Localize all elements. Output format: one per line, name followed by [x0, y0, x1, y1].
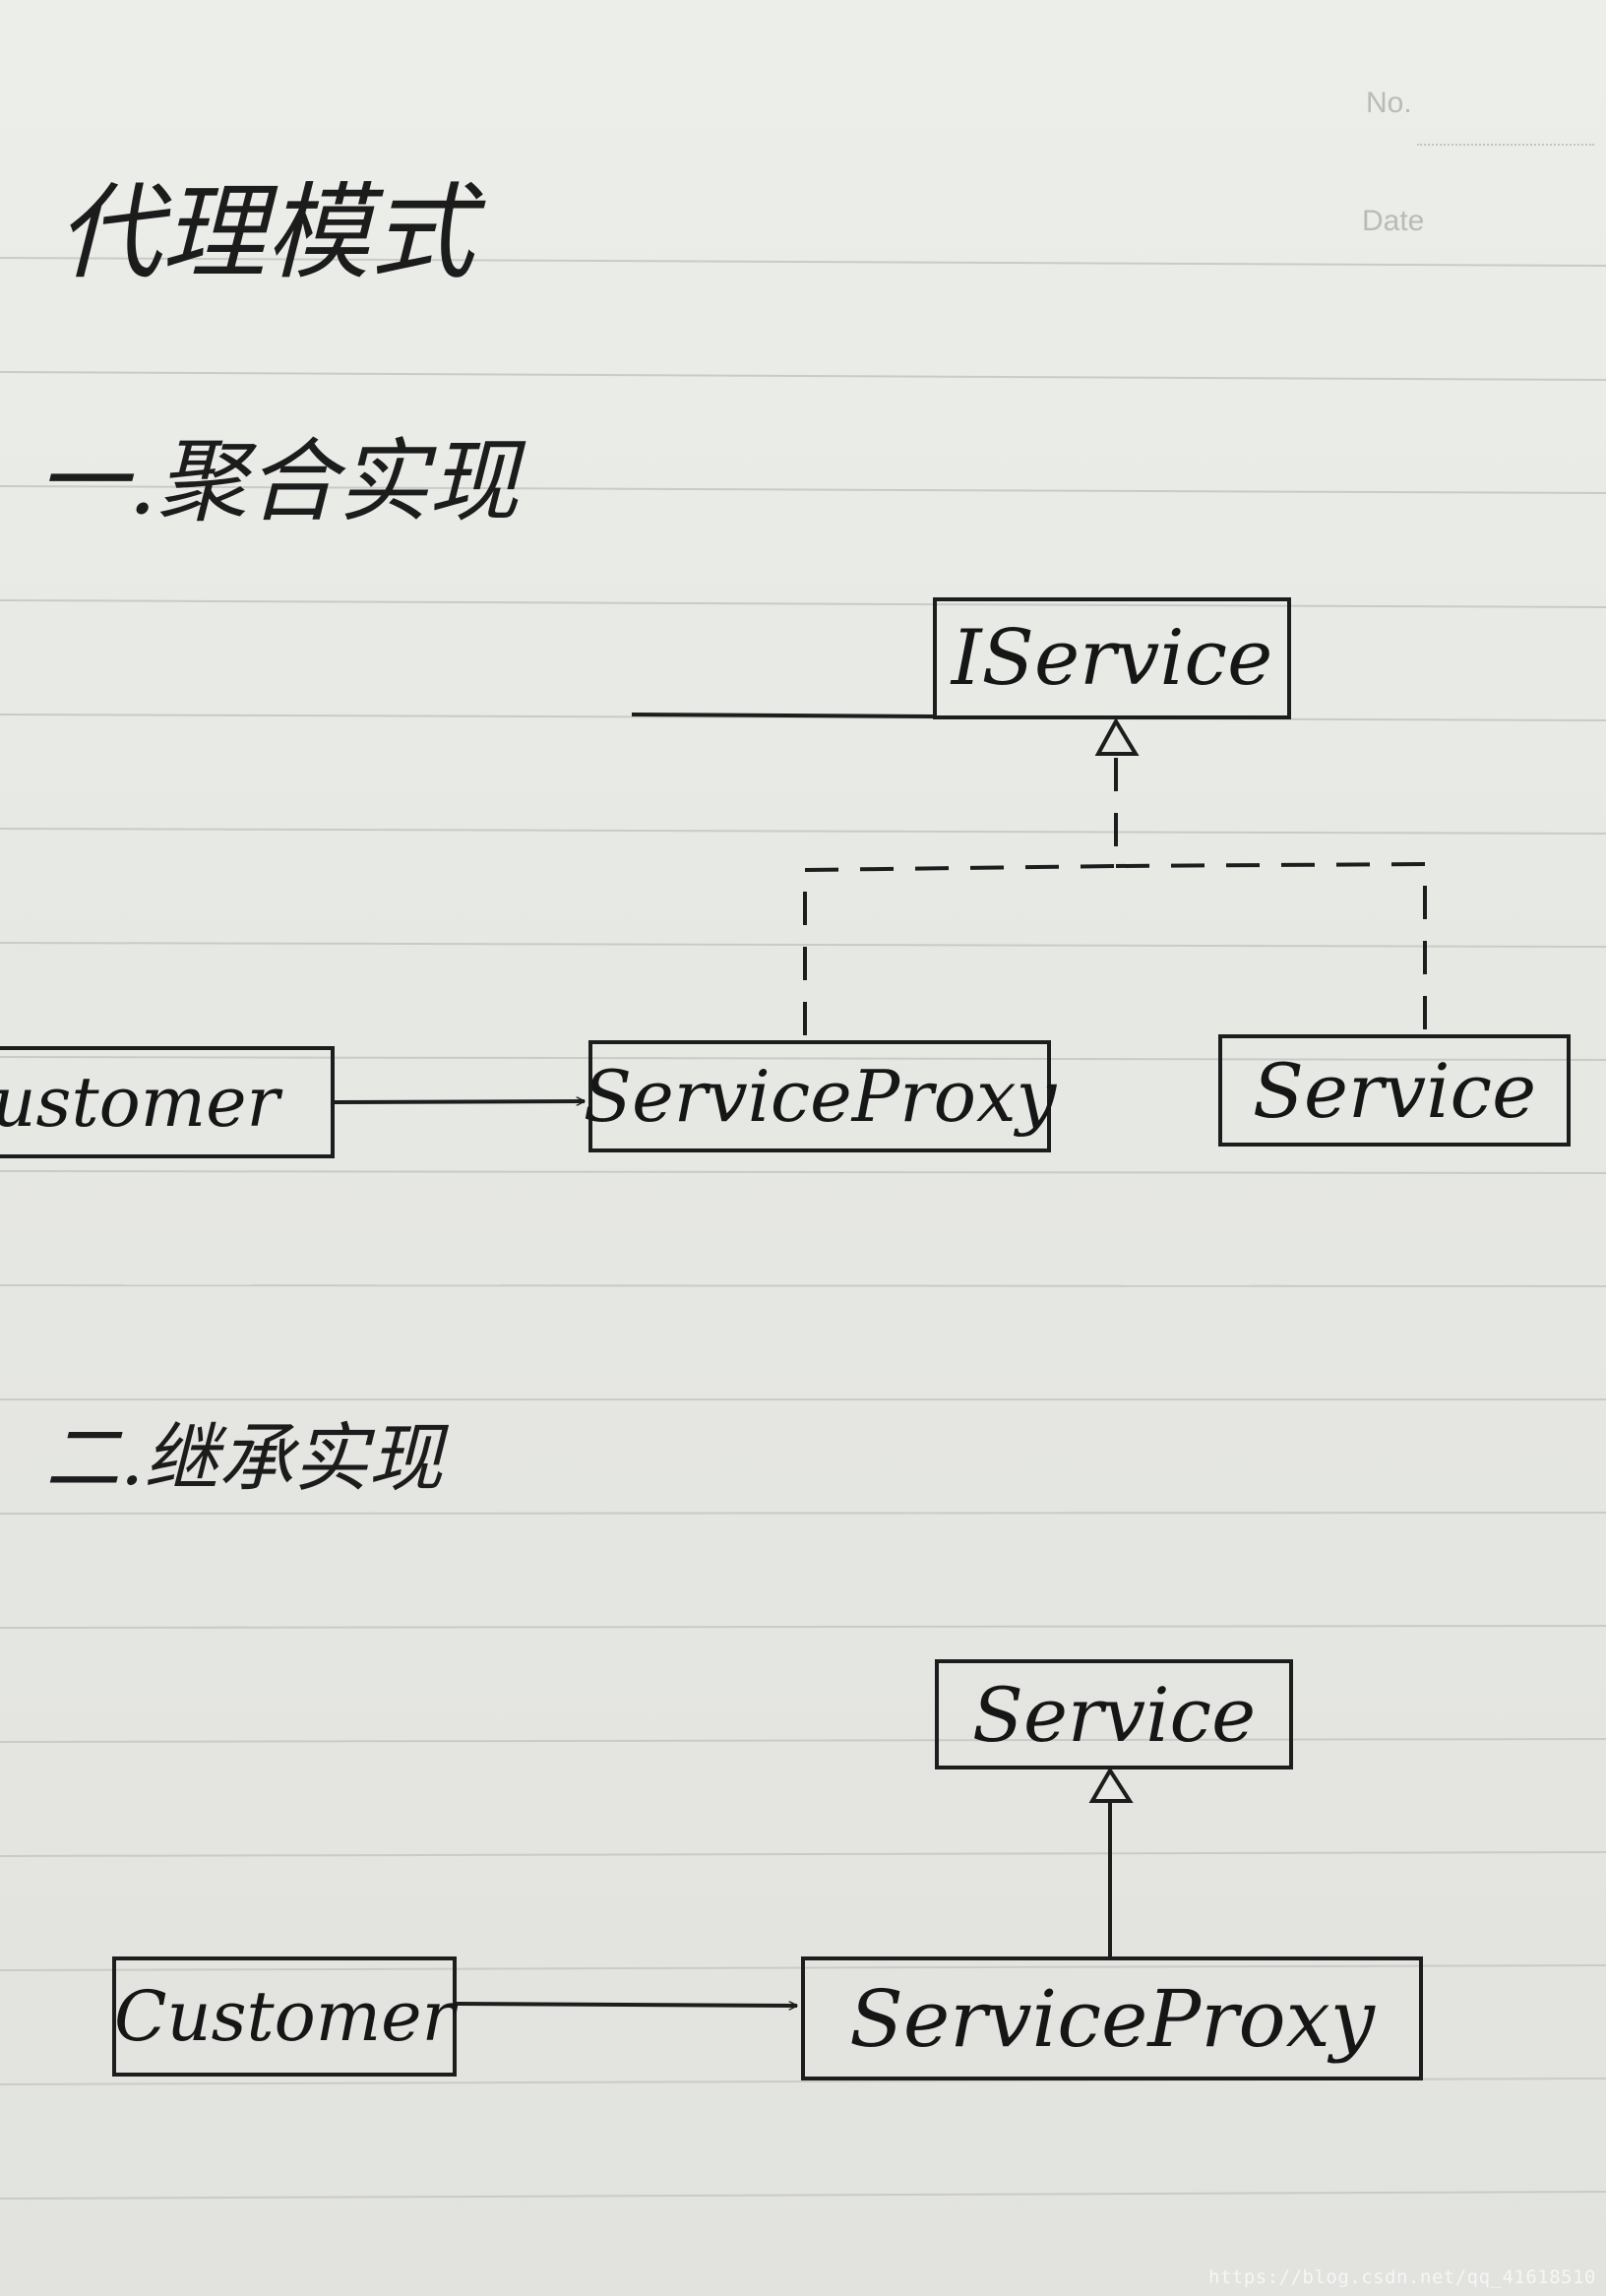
service-label-1: Service: [1252, 1046, 1537, 1135]
service-proxy-label-1: ServiceProxy: [583, 1055, 1057, 1138]
page-title: 代理模式: [57, 172, 474, 293]
service-proxy-box-1: ServiceProxy: [584, 1040, 1056, 1152]
section-2-heading: 二.继承实现: [45, 1414, 444, 1502]
date-field-label: Date: [1362, 205, 1425, 237]
realization-triangle-1: [1094, 716, 1140, 756]
association-arrow-1: [334, 1101, 585, 1102]
service-box-2: Service: [935, 1659, 1293, 1769]
customer-box-2: Customer: [112, 1956, 457, 2077]
iservice-interface-box: IService: [933, 597, 1291, 719]
iservice-side-line: [631, 713, 934, 718]
service-proxy-label-2: ServiceProxy: [849, 1972, 1375, 2065]
watermark-text: https://blog.csdn.net/qq_41618510: [1208, 2266, 1596, 2288]
realization-dashed-lines: [803, 758, 1427, 1040]
customer-label-2: Customer: [113, 1976, 456, 2057]
service-box-1: Service: [1218, 1034, 1571, 1147]
section-1-heading: 一.聚合实现: [37, 429, 520, 534]
no-field-label: No.: [1366, 87, 1412, 119]
service-label-2: Service: [971, 1670, 1257, 1759]
no-field-rule: [1417, 144, 1594, 146]
iservice-interface-label: IService: [951, 614, 1273, 703]
customer-box-1: Customer: [0, 1046, 335, 1158]
customer-label-1: Customer: [0, 1062, 279, 1143]
service-proxy-box-2: ServiceProxy: [801, 1956, 1423, 2080]
inheritance-triangle-2: [1088, 1767, 1134, 1803]
association-arrow-2: [456, 2004, 797, 2006]
